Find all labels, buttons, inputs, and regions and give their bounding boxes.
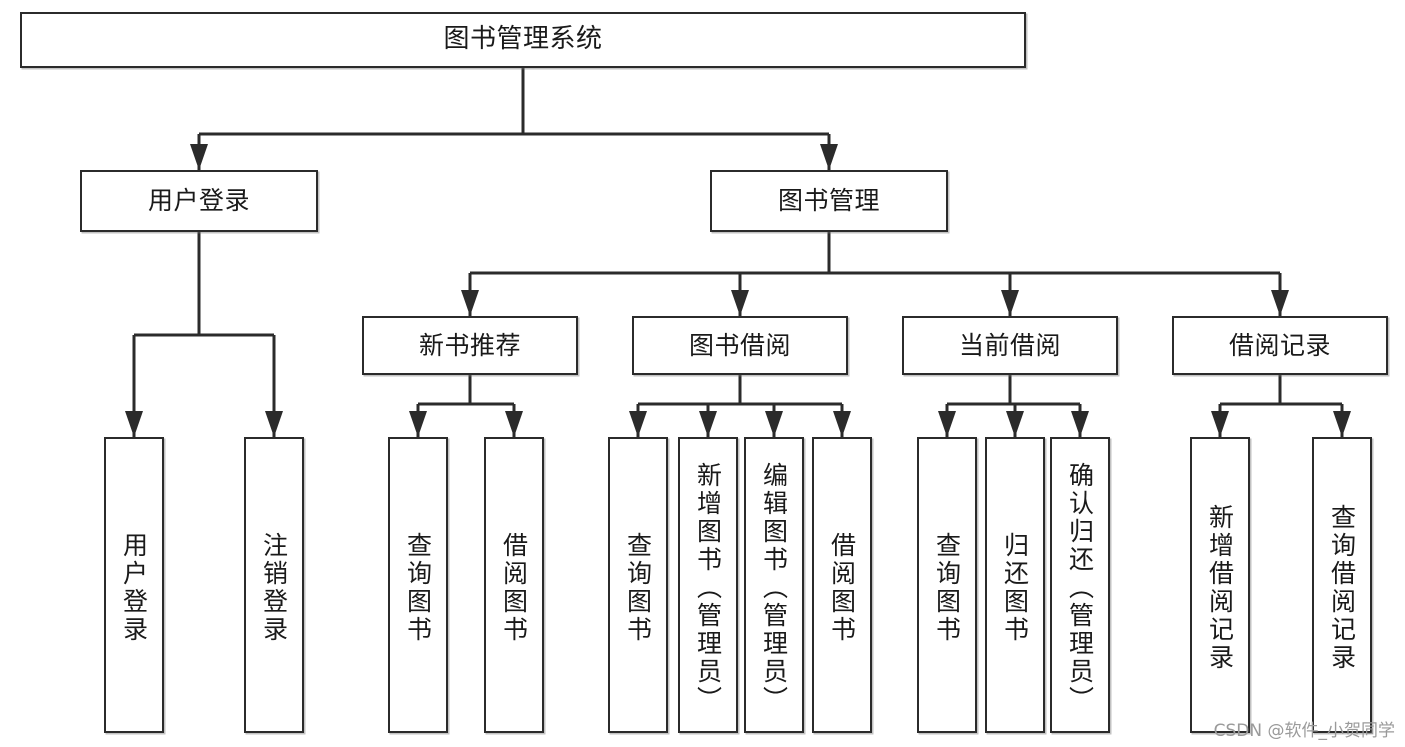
node-label: 查询图书 [623,532,653,644]
node-label: 图书管理 [777,186,880,215]
node-label: 编辑图书（管理员） [759,462,789,714]
node-user-login: 用户登录 [80,170,318,232]
node-label: 查询借阅记录 [1327,504,1357,672]
node-label: 借阅记录 [1228,330,1331,360]
node-label: 当前借阅 [958,330,1061,360]
node-label: 图书管理系统 [443,24,603,55]
node-label: 新增借阅记录 [1205,504,1235,672]
node-label: 归还图书 [1000,532,1030,644]
node-label: 图书借阅 [688,330,791,360]
node-label: 确认归还（管理员） [1065,462,1095,714]
node-leaf-query-book-1: 查询图书 [388,437,448,733]
node-leaf-borrow-book-2: 借阅图书 [812,437,872,733]
node-label: 借阅图书 [827,532,857,644]
node-leaf-edit-book: 编辑图书（管理员） [744,437,804,733]
node-leaf-query-record: 查询借阅记录 [1312,437,1372,733]
node-leaf-query-book-2: 查询图书 [608,437,668,733]
node-label: 借阅图书 [499,532,529,644]
node-book-manage: 图书管理 [710,170,948,232]
node-label: 新书推荐 [418,330,521,360]
node-leaf-query-book-3: 查询图书 [917,437,977,733]
node-new-book-rec: 新书推荐 [362,316,578,375]
node-borrow-record: 借阅记录 [1172,316,1388,375]
node-leaf-return-book: 归还图书 [985,437,1045,733]
node-leaf-user-login: 用户登录 [104,437,164,733]
node-label: 用户登录 [147,186,250,215]
node-label: 查询图书 [403,532,433,644]
node-label: 用户登录 [119,532,149,644]
node-root: 图书管理系统 [20,12,1026,68]
node-label: 注销登录 [259,532,289,644]
node-leaf-confirm-return: 确认归还（管理员） [1050,437,1110,733]
node-leaf-borrow-book-1: 借阅图书 [484,437,544,733]
node-label: 查询图书 [932,532,962,644]
node-current-borrow: 当前借阅 [902,316,1118,375]
node-leaf-add-book: 新增图书（管理员） [678,437,738,733]
node-leaf-add-record: 新增借阅记录 [1190,437,1250,733]
node-leaf-logout: 注销登录 [244,437,304,733]
node-label: 新增图书（管理员） [693,462,723,714]
node-book-borrow: 图书借阅 [632,316,848,375]
